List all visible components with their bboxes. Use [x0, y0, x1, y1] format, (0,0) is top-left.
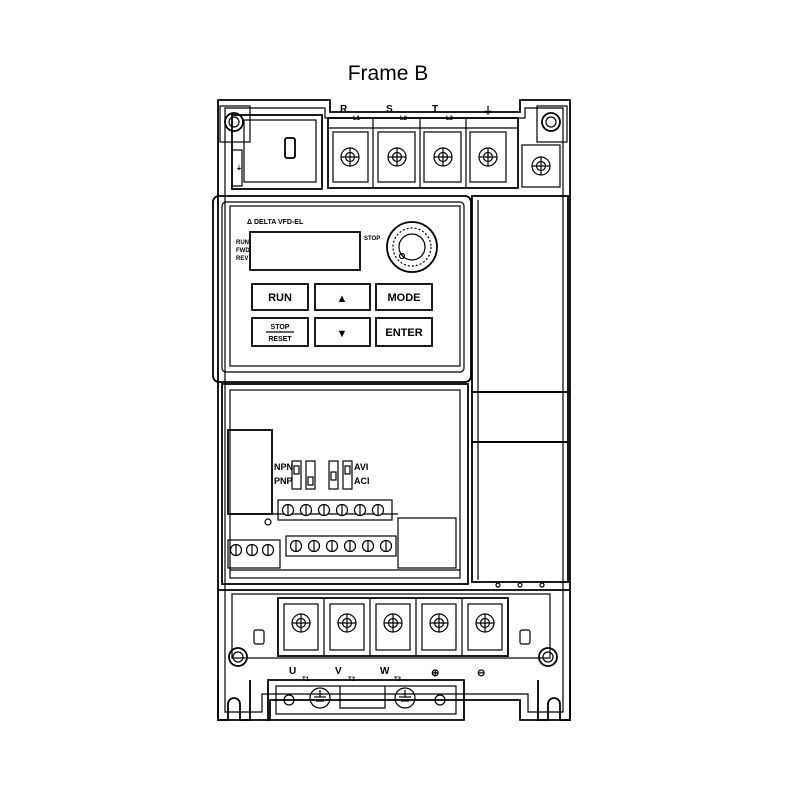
led-rev-label: REV: [236, 256, 248, 262]
top-left-cable-box: ⏚: [231, 114, 323, 190]
terminal-label-minus: ⊖: [477, 668, 485, 679]
terminal-screw-w: [383, 613, 403, 633]
mode-button[interactable]: MODE: [375, 283, 433, 311]
down-button[interactable]: ▼: [314, 317, 371, 347]
mount-hole-top-right: [536, 105, 568, 143]
keypad-display: [249, 231, 361, 271]
terminal-screw-plus: [429, 613, 449, 633]
keypad-panel: [212, 195, 472, 383]
relay-terminal: [229, 543, 275, 557]
terminal-label-w: W: [380, 666, 390, 677]
terminal-screw-ground: [478, 147, 498, 167]
terminal-label-v: V: [335, 666, 342, 677]
reset-button-label: RESET: [268, 336, 292, 343]
run-button-label: RUN: [268, 292, 292, 304]
avi-label: AVI: [354, 462, 368, 472]
down-arrow-icon: ▼: [337, 328, 348, 340]
terminal-screw-s: [387, 147, 407, 167]
speed-potentiometer[interactable]: [386, 221, 438, 273]
terminal-label-s: S: [386, 104, 393, 115]
mount-foot-left: [217, 680, 251, 721]
mount-hole-top-left: [219, 105, 251, 143]
terminal-label-l2: L2: [400, 116, 408, 122]
grounding-plate: [267, 679, 465, 721]
terminal-screw-v: [337, 613, 357, 633]
control-terminal-row-lower: [285, 535, 397, 557]
mount-foot-right: [537, 680, 571, 721]
aci-label: ACI: [354, 476, 370, 486]
avi-aci-switch[interactable]: [328, 460, 353, 490]
led-run-label: RUN: [236, 240, 249, 246]
terminal-label-plus: ⊕: [431, 668, 439, 679]
status-leds: RUN FWD REV: [236, 240, 250, 262]
terminal-label-u: U: [289, 666, 296, 677]
up-arrow-icon: ▲: [337, 293, 348, 305]
enter-button[interactable]: ENTER: [375, 317, 433, 347]
up-button[interactable]: ▲: [314, 283, 371, 311]
npn-pnp-switch[interactable]: [291, 460, 316, 490]
npn-label: NPN: [274, 462, 293, 472]
terminal-screw-minus: [475, 613, 495, 633]
terminal-screw-t: [433, 147, 453, 167]
stop-reset-button[interactable]: STOP RESET: [251, 317, 309, 347]
stop-button-label: STOP: [271, 324, 290, 331]
side-cover: [471, 195, 569, 588]
stop-indicator: STOP: [364, 236, 380, 242]
keypad-brand: Δ DELTA VFD-EL: [247, 219, 304, 226]
terminal-label-t: T: [432, 104, 438, 115]
terminal-label-l3: L3: [446, 116, 454, 122]
mode-button-label: MODE: [388, 292, 421, 304]
terminal-screw-u: [291, 613, 311, 633]
mount-hole-bottom-left: [228, 647, 248, 667]
bottom-terminal-block: [231, 593, 551, 659]
housing-inner-outline: [224, 107, 564, 713]
terminal-screw-r: [340, 147, 360, 167]
side-ground-screw: [531, 156, 551, 176]
control-terminal-row-upper: [277, 499, 393, 521]
terminal-label-l1: L1: [353, 116, 361, 122]
mount-hole-bottom-right: [538, 647, 558, 667]
control-compartment: [221, 383, 469, 585]
frame-title: Frame B: [347, 62, 429, 85]
top-terminal-block: [327, 117, 561, 189]
enter-button-label: ENTER: [385, 327, 422, 339]
terminal-label-r: R: [340, 104, 348, 115]
pnp-label: PNP: [274, 476, 293, 486]
terminal-label-ground: ⏚: [483, 105, 493, 117]
run-button[interactable]: RUN: [251, 283, 309, 311]
led-fwd-label: FWD: [236, 248, 250, 254]
svg-text:⏚: ⏚: [236, 165, 242, 172]
